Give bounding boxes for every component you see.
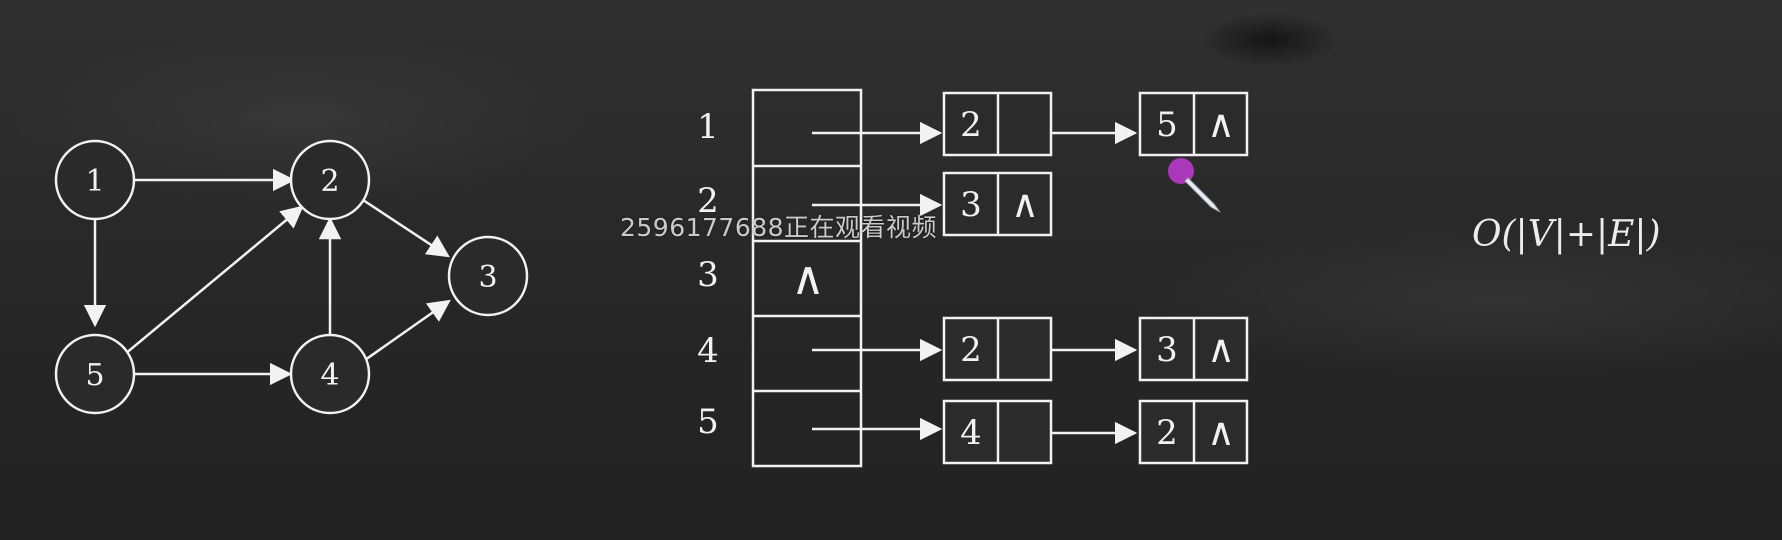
- head-array: [751, 88, 863, 468]
- node-row1-null: ∧: [1207, 102, 1235, 146]
- vertex-3-label: 3: [478, 260, 497, 295]
- row-label-4: 4: [697, 331, 719, 371]
- node-row5-col1: [942, 399, 1053, 465]
- node-row4-col1: [942, 316, 1053, 382]
- node-row5-col1-value: 4: [960, 413, 982, 453]
- edge-2-3: [362, 198, 450, 258]
- node-row5-col2: [1138, 399, 1249, 465]
- node-row1-col2-value: 5: [1156, 105, 1178, 145]
- vertex-4-label: 4: [320, 358, 339, 393]
- vertex-2: [289, 139, 371, 221]
- vertex-5-label: 5: [85, 358, 104, 393]
- row-label-1: 1: [697, 107, 719, 147]
- node-row1-col1: [942, 91, 1053, 157]
- node-row2-null: ∧: [1011, 182, 1039, 226]
- node-row2-col1-value: 3: [960, 185, 982, 225]
- vertex-2-label: 2: [320, 164, 339, 199]
- complexity-formula: O(|V|+|E|): [1472, 214, 1661, 255]
- node-row1-col2: [1138, 91, 1249, 157]
- node-row5-null: ∧: [1207, 410, 1235, 454]
- vertex-3: [447, 235, 529, 317]
- node-row2-col1: [942, 171, 1053, 237]
- vertex-1-label: 1: [85, 164, 104, 199]
- row-label-5: 5: [697, 402, 719, 442]
- node-row4-col2-value: 3: [1156, 330, 1178, 370]
- vertex-5: [54, 333, 136, 415]
- node-row4-col1-value: 2: [960, 330, 982, 370]
- node-row1-col1-value: 2: [960, 105, 982, 145]
- pen-cursor-icon: [1168, 158, 1221, 213]
- row-label-3: 3: [697, 255, 719, 295]
- node-row5-col2-value: 2: [1156, 413, 1178, 453]
- edge-4-3: [364, 299, 451, 362]
- node-row4-null: ∧: [1207, 327, 1235, 371]
- edge-5-2: [124, 205, 304, 355]
- head-3-null: ∧: [791, 251, 825, 305]
- vertex-4: [289, 333, 371, 415]
- row-label-2: 2: [697, 181, 719, 221]
- graph-edges: [83, 168, 451, 386]
- node-row4-col2: [1138, 316, 1249, 382]
- vertex-1: [54, 139, 136, 221]
- viewer-watermark: 2596177688正在观看视频: [620, 213, 938, 242]
- graph-vertices: [54, 139, 529, 415]
